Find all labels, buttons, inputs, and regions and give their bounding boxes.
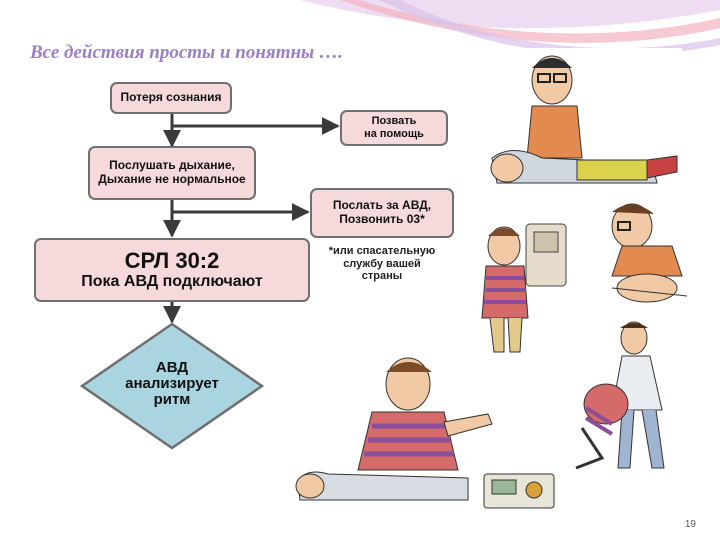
illustration-bystander-position <box>575 321 665 470</box>
emergency-service-note: *или спасательную службу вашей страны <box>328 245 436 283</box>
cpr-subtitle: Пока АВД подключают <box>81 273 263 291</box>
page-number: 19 <box>684 519 696 530</box>
illustration-cpr-with-aed <box>295 357 555 509</box>
aed-analyzes-rhythm-label: АВД анализирует ритм <box>125 359 219 408</box>
illustration-check-victim <box>482 48 682 198</box>
slide-title: Все действия просты и понятны …. <box>30 42 343 63</box>
cpr-title: СРЛ 30:2 <box>124 248 220 274</box>
illustration-phone-call <box>481 223 567 353</box>
step-call-for-help: Позвать на помощь <box>340 110 448 146</box>
cpr-30-2-box: СРЛ 30:2 Пока АВД подключают <box>34 238 310 302</box>
illustration-rescue-breaths <box>592 196 692 306</box>
step-loss-of-consciousness: Потеря сознания <box>110 82 232 114</box>
step-listen-breathing: Послушать дыхание, Дыхание не нормальное <box>88 146 256 200</box>
aed-decision-diamond <box>79 322 265 450</box>
step-send-for-aed: Послать за АВД, Позвонить 03* <box>310 188 454 238</box>
header-swoosh-decoration <box>300 0 720 56</box>
